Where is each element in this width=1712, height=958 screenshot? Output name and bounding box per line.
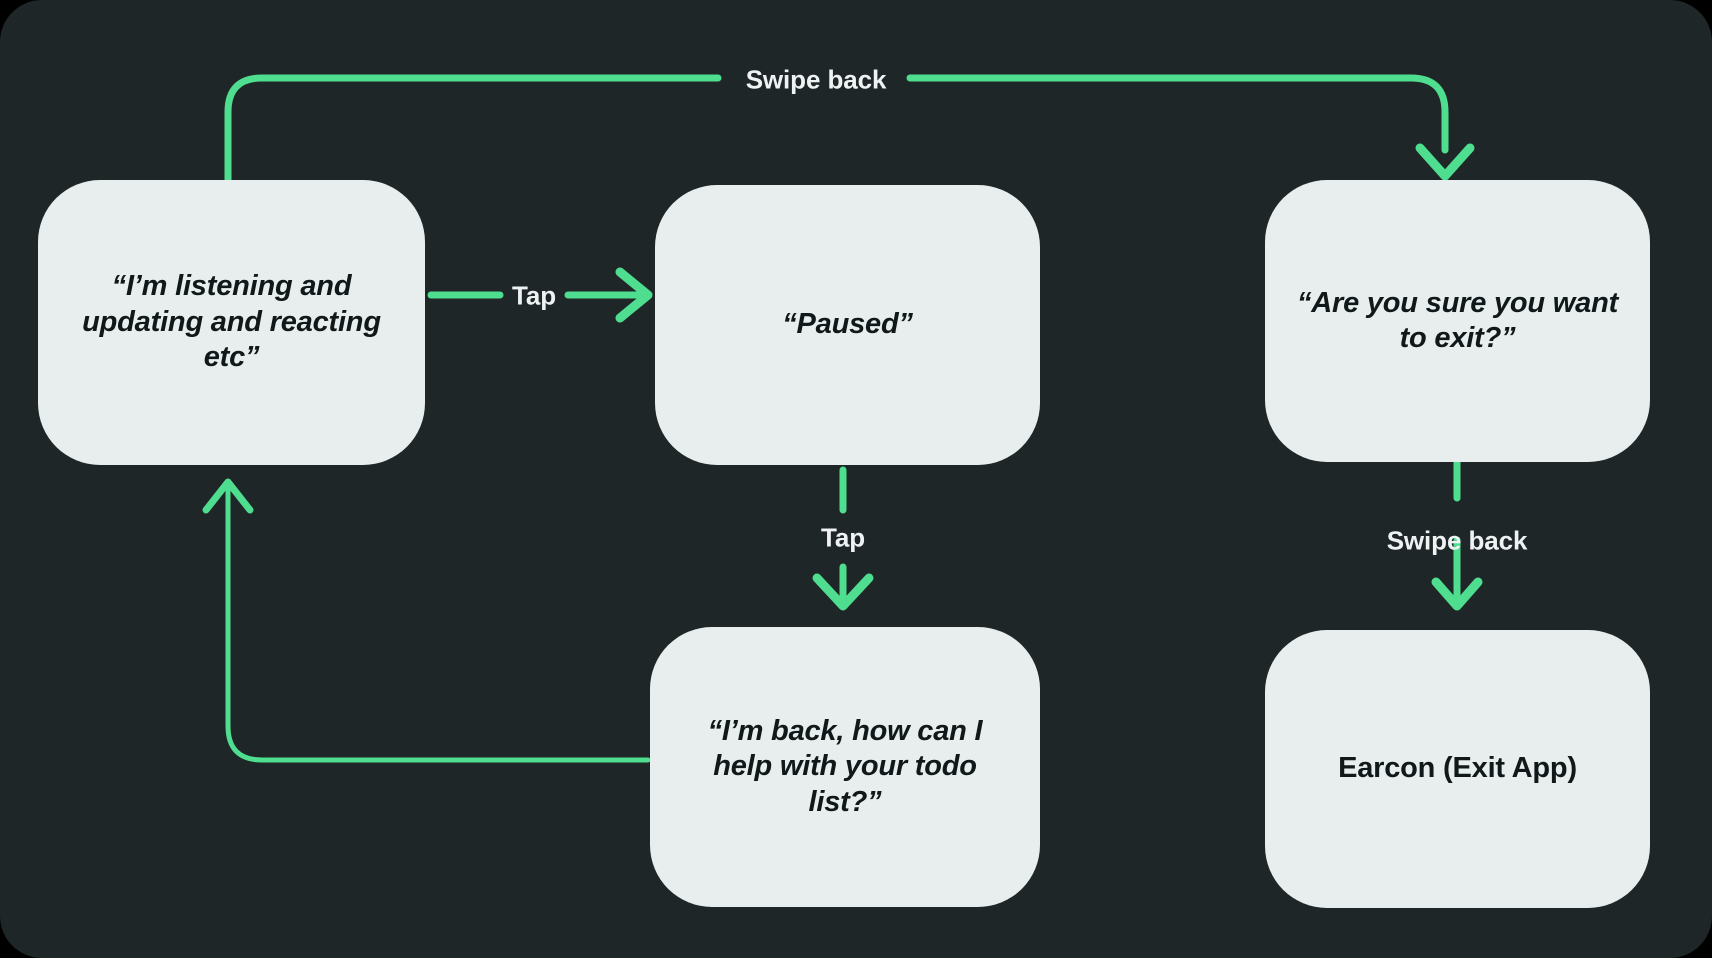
edge-label-tap-vertical: Tap: [821, 522, 865, 553]
edge-listening-to-paused-arrowhead: [615, 267, 653, 323]
node-paused[interactable]: “Paused”: [655, 185, 1040, 465]
edge-listening-to-confirm-arrowhead: [1415, 143, 1475, 181]
edge-imback-to-listening-line: [225, 487, 651, 763]
edge-confirm-to-earcon-arrowhead: [1431, 577, 1483, 611]
edge-listening-to-confirm-line: [224, 74, 722, 184]
node-im-back[interactable]: “I’m back, how can I help with your todo…: [650, 627, 1040, 907]
node-paused-label: “Paused”: [782, 308, 913, 341]
node-earcon-label: Earcon (Exit App): [1338, 752, 1577, 785]
node-confirm-exit-label: “Are you sure you want to exit?”: [1296, 286, 1619, 354]
edge-label-tap-horizontal: Tap: [512, 280, 556, 311]
node-listening-label: “I’m listening and updating and reacting…: [82, 270, 381, 374]
edge-listening-to-confirm-line-right: [906, 74, 1449, 154]
edge-imback-to-listening-arrowhead: [202, 478, 254, 514]
node-confirm-exit[interactable]: “Are you sure you want to exit?”: [1265, 180, 1650, 462]
edge-label-swipe-back-right: Swipe back: [1386, 525, 1528, 556]
node-listening[interactable]: “I’m listening and updating and reacting…: [38, 180, 425, 465]
node-im-back-label: “I’m back, how can I help with your todo…: [707, 714, 983, 818]
edge-label-swipe-back-top: Swipe back: [745, 64, 887, 95]
edge-paused-to-imback-arrowhead: [812, 573, 874, 611]
node-earcon[interactable]: Earcon (Exit App): [1265, 630, 1650, 908]
